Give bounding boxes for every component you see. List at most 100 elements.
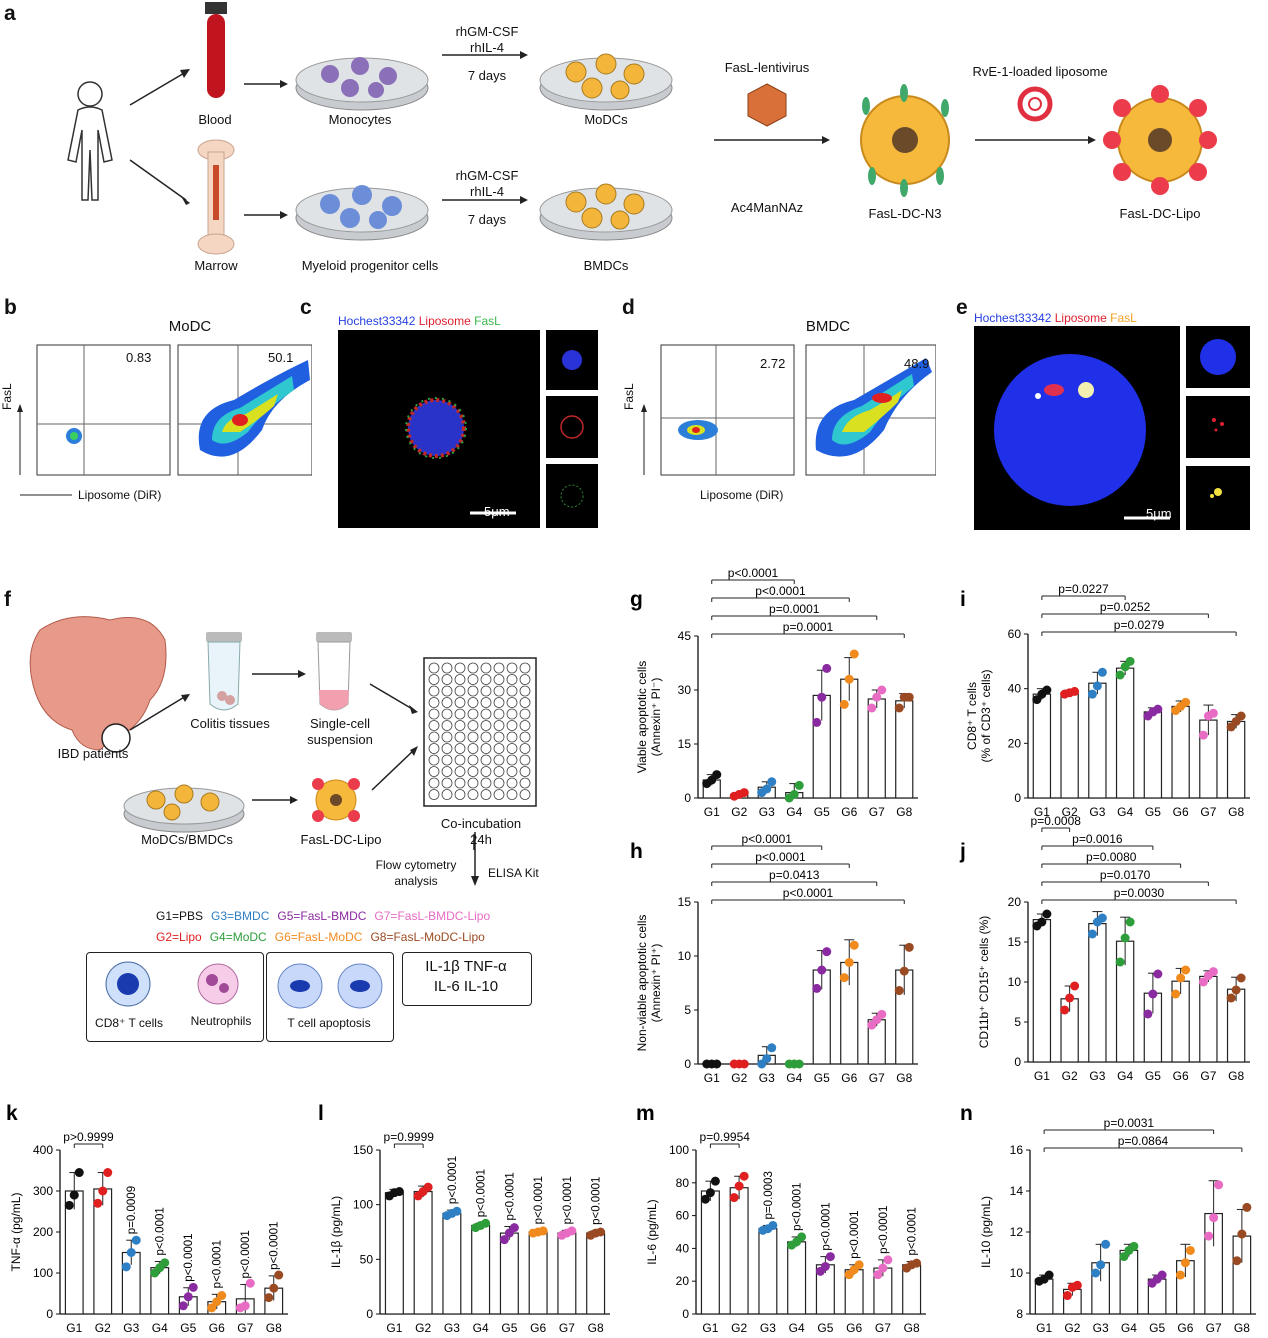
y-axis-label: IL-6 (pg/mL) [645, 1199, 659, 1264]
well [493, 766, 505, 777]
bar [207, 1301, 227, 1315]
p-value-label: p=0.0009 [126, 1186, 138, 1234]
bar [64, 1190, 84, 1315]
scale-bar-c: 5μm [484, 504, 510, 519]
bracket-label: p=0.0252 [1100, 600, 1151, 614]
data-point [1087, 689, 1097, 699]
fasl-dc-n3-icon [860, 84, 950, 197]
bar [384, 1192, 404, 1315]
label-flow-2: analysis [394, 874, 438, 888]
stain-legend-e: Hochest33342 Liposome FasL [974, 311, 1137, 325]
x-tick-label: G7 [1200, 1069, 1216, 1083]
well [493, 743, 505, 754]
well [506, 697, 518, 708]
cd8-neutrophil-box [86, 952, 264, 1042]
label-apoptosis: T cell apoptosis [287, 1016, 371, 1030]
x-tick-label: G1 [1036, 1321, 1052, 1335]
data-point [729, 791, 739, 801]
x-tick-label: G7 [869, 1071, 885, 1085]
label-flow-1: Flow cytometry [375, 858, 457, 872]
data-point [907, 1260, 917, 1270]
data-point [762, 1054, 772, 1064]
bracket-label: p=0.0080 [1086, 850, 1137, 864]
bar [1060, 692, 1079, 799]
data-point [121, 1262, 131, 1272]
y-tick-label: 10 [1008, 975, 1022, 989]
y-axis-label: Non-viable apoptotic cells [635, 915, 649, 1052]
microscopy-merge-c [338, 330, 540, 528]
p-value-label: p<0.0001 [849, 1211, 861, 1259]
data-point [797, 1232, 807, 1242]
y-axis-label: Viable apoptotic cells [635, 661, 649, 774]
bracket-label: p=0.0170 [1100, 868, 1151, 882]
x-tick-label: G3 [759, 805, 775, 819]
data-point [1125, 656, 1135, 666]
flow-quadrant-value-1: 0.83 [126, 350, 152, 365]
y-axis-label-2: (Annexin⁺ PI⁺) [649, 944, 663, 1023]
data-point [1097, 913, 1107, 923]
bar [902, 1264, 922, 1315]
data-point [1152, 1274, 1162, 1284]
microscopy-fasl-c [546, 464, 598, 528]
panel-label-h: h [630, 840, 643, 863]
well [441, 685, 453, 697]
well [467, 754, 479, 766]
bar [815, 1264, 835, 1315]
data-point [894, 703, 904, 713]
data-point [794, 1059, 804, 1069]
data-point [1037, 689, 1047, 699]
x-tick-label: G2 [1064, 1321, 1080, 1335]
x-tick-label: G5 [814, 1071, 830, 1085]
y-tick-label: 0 [684, 1057, 691, 1071]
data-point [538, 1226, 548, 1236]
microscopy-liposome-c [546, 396, 598, 458]
y-tick-label: 40 [1008, 682, 1022, 696]
human-figure-icon [67, 81, 113, 201]
microscopy-hoechst-c [546, 330, 598, 390]
bar [1032, 918, 1052, 1063]
y-tick-label: 20 [676, 1274, 690, 1288]
bar [1143, 711, 1163, 799]
x-tick-label: G6 [846, 1321, 862, 1335]
data-point [849, 940, 859, 950]
data-point [131, 1235, 141, 1245]
label-days-top: 7 days [467, 68, 507, 83]
data-point [1171, 989, 1181, 999]
well [519, 766, 531, 777]
x-tick-label: G6 [841, 805, 857, 819]
bracket-label: p<0.0001 [742, 832, 793, 846]
x-tick-label: G7 [1206, 1321, 1222, 1335]
flow-plots-bmdc [641, 344, 936, 476]
data-point [822, 663, 832, 673]
microscopy-liposome-e [1186, 396, 1250, 458]
bar [121, 1251, 141, 1315]
bar [844, 1269, 864, 1315]
flow-quadrant-value-2: 50.1 [268, 350, 294, 365]
data-point [707, 1059, 717, 1069]
well [454, 720, 466, 731]
bar [528, 1231, 548, 1315]
data-point [1232, 1256, 1242, 1266]
data-point [160, 1258, 170, 1268]
y-tick-label: 20 [1008, 736, 1022, 750]
well [441, 766, 453, 777]
well [480, 731, 492, 743]
x-tick-label: G7 [237, 1321, 253, 1335]
x-tick-label: G6 [1173, 805, 1189, 819]
apoptosis-box [266, 952, 394, 1042]
data-point [1087, 929, 1097, 939]
flow-title-modc: MoDC [168, 318, 212, 335]
data-point [1185, 1245, 1195, 1255]
bracket-label: p=0.0001 [769, 602, 820, 616]
data-point [844, 1270, 854, 1280]
label-cytokine-2-top: rhIL-4 [470, 40, 504, 55]
x-tick-label: G2 [415, 1321, 431, 1335]
data-point [103, 1168, 113, 1178]
data-point [413, 1191, 423, 1201]
lentivirus-icon [747, 83, 787, 127]
data-point [1181, 965, 1191, 975]
data-point [904, 942, 914, 952]
flow-ylabel-bmdc: FasL [622, 383, 636, 410]
data-point [712, 770, 722, 780]
bar [471, 1224, 491, 1315]
